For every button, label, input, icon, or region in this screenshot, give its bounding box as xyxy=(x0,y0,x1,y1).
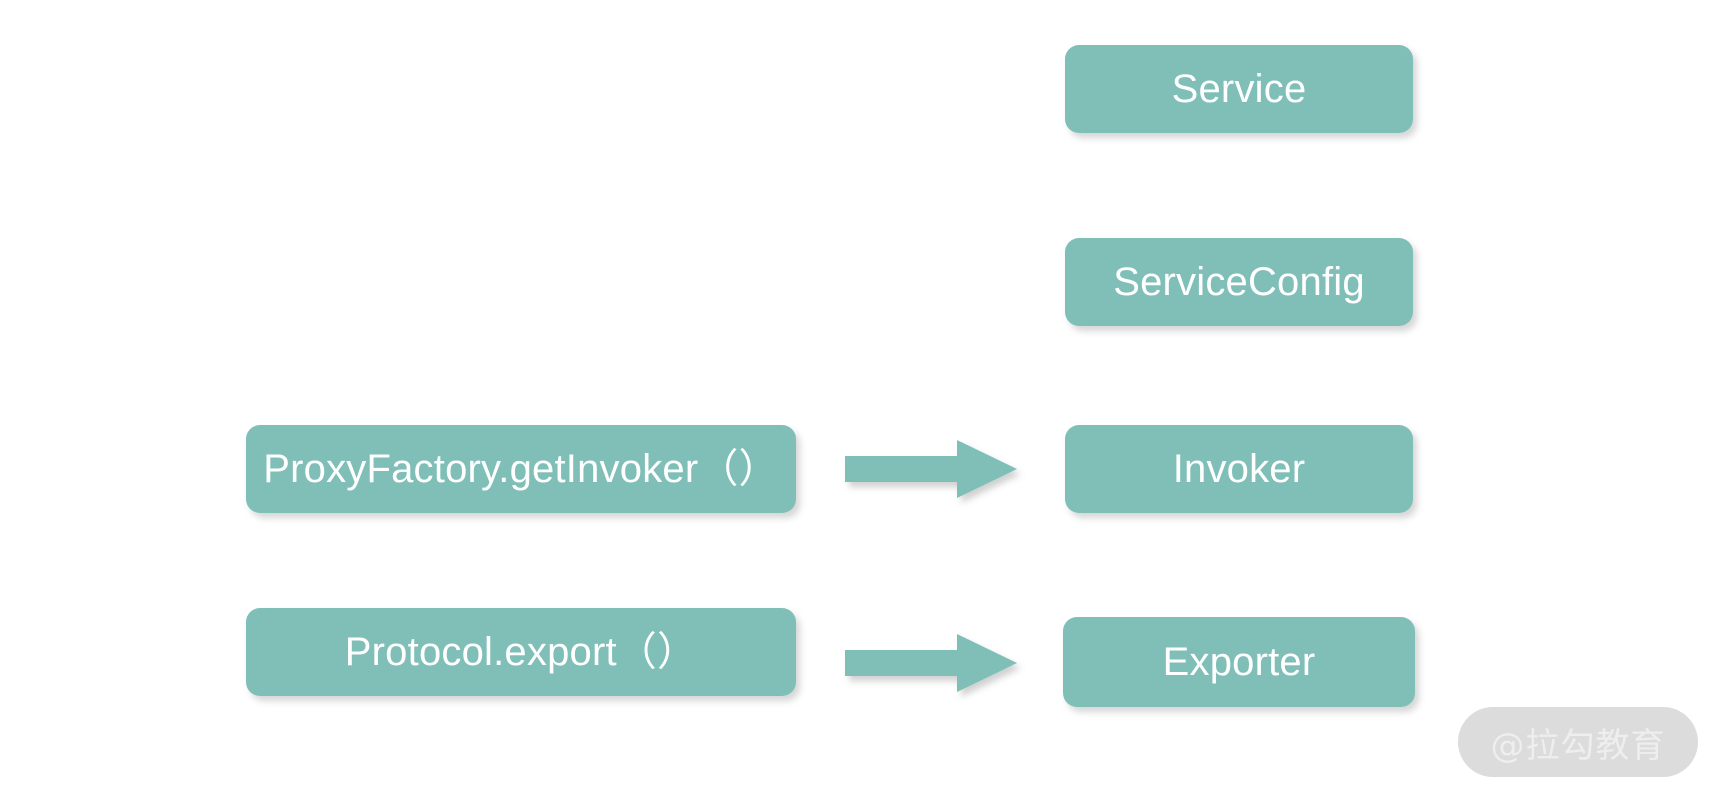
node-serviceconfig-label: ServiceConfig xyxy=(1113,260,1365,304)
node-serviceconfig[interactable]: ServiceConfig xyxy=(1065,238,1413,326)
node-exporter-label: Exporter xyxy=(1162,640,1316,684)
watermark-label: @拉勾教育 xyxy=(1490,725,1666,766)
arrow-right-icon-proxyfactory-to-invoker xyxy=(845,440,1017,498)
node-invoker-label: Invoker xyxy=(1172,447,1306,491)
node-invoker[interactable]: Invoker xyxy=(1065,425,1413,513)
arrow-right-icon-protocol-to-exporter xyxy=(845,634,1017,692)
node-service[interactable]: Service xyxy=(1065,45,1413,133)
node-service-label: Service xyxy=(1171,67,1307,111)
node-protocol-export[interactable]: Protocol.export（） xyxy=(246,608,796,696)
node-proxyfactory-getinvoker-label: ProxyFactory.getInvoker（） xyxy=(263,447,779,491)
node-proxyfactory-getinvoker[interactable]: ProxyFactory.getInvoker（） xyxy=(246,425,796,513)
watermark-badge: @拉勾教育 xyxy=(1458,707,1698,777)
node-protocol-export-label: Protocol.export（） xyxy=(344,630,698,674)
node-exporter[interactable]: Exporter xyxy=(1063,617,1415,707)
